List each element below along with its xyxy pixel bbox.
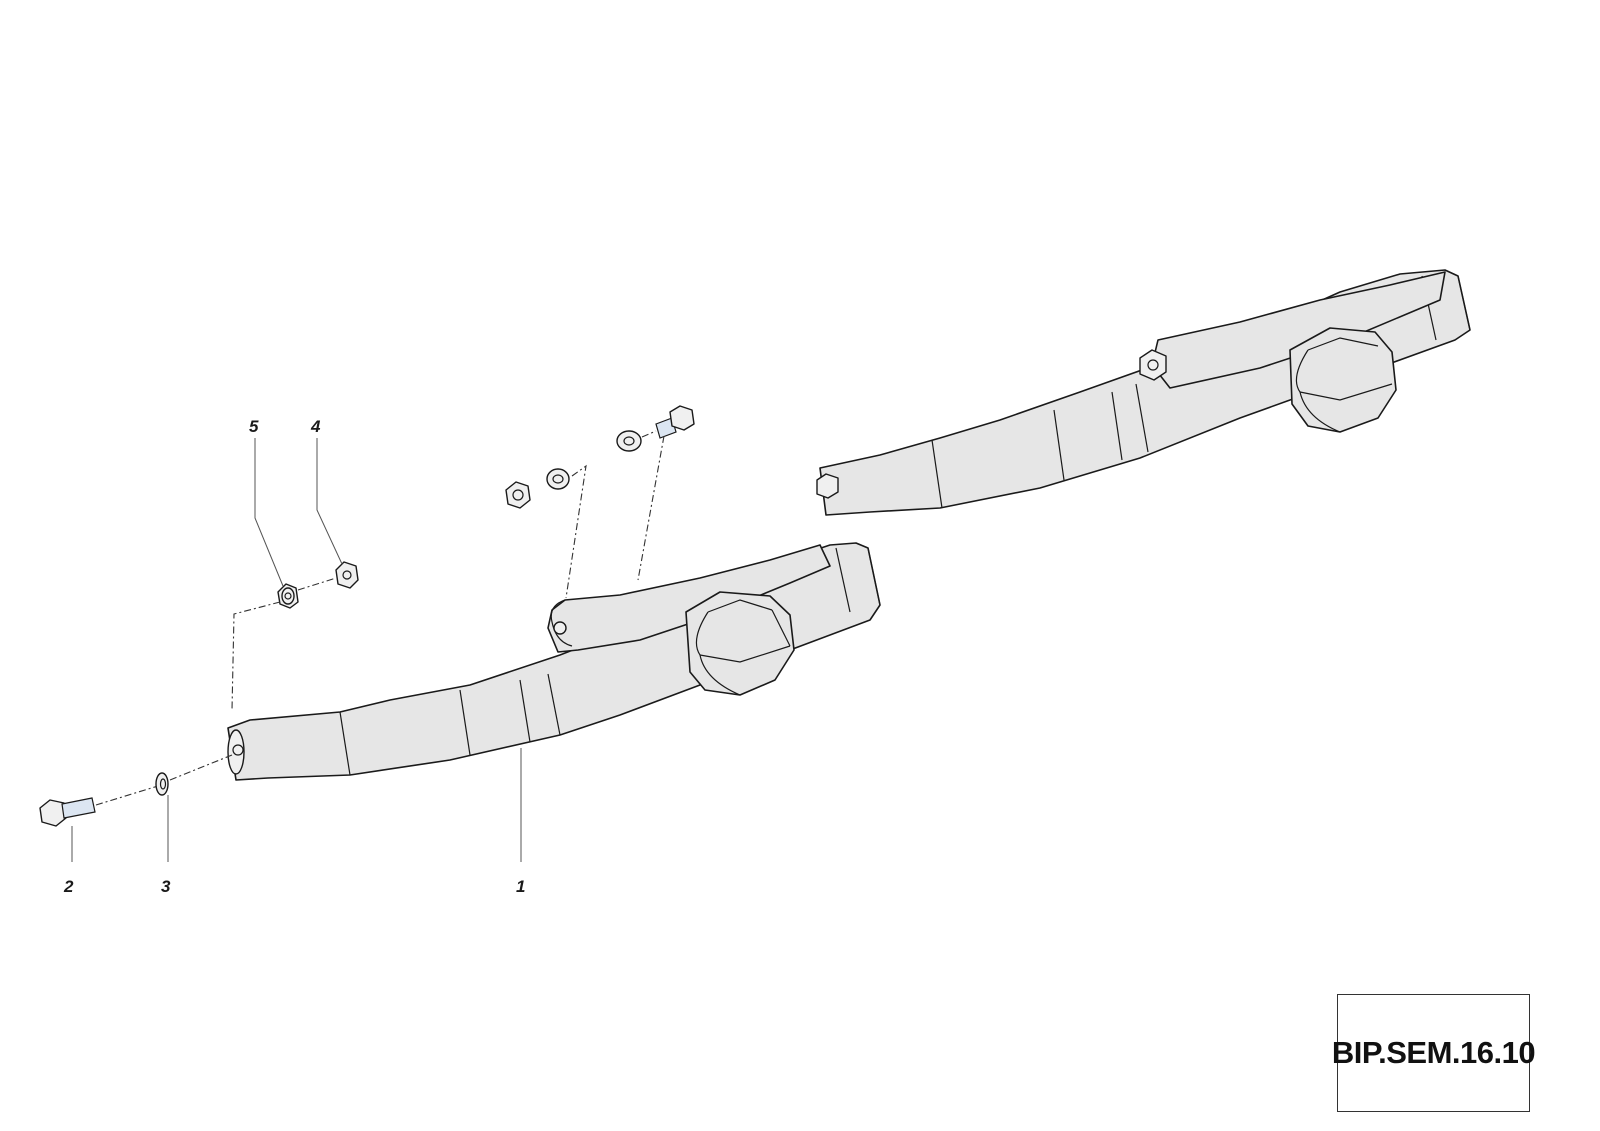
washer-part-3: [155, 754, 233, 796]
bracket-strap-left: [227, 542, 881, 781]
drawing-code: BIP.SEM.16.10: [1331, 1035, 1536, 1070]
callout-4: 4: [310, 417, 321, 436]
upper-fasteners: [505, 405, 695, 509]
bracket-strap-right-installed: [816, 269, 1471, 516]
spacer-part-5: [277, 583, 299, 609]
nut-part-4: [335, 561, 359, 589]
callout-2: 2: [63, 877, 74, 896]
callout-1: 1: [516, 877, 525, 896]
bolt-part-2: [39, 785, 159, 827]
drawing-code-box: BIP.SEM.16.10: [1332, 994, 1536, 1112]
callout-3: 3: [161, 877, 171, 896]
callout-5: 5: [249, 417, 259, 436]
